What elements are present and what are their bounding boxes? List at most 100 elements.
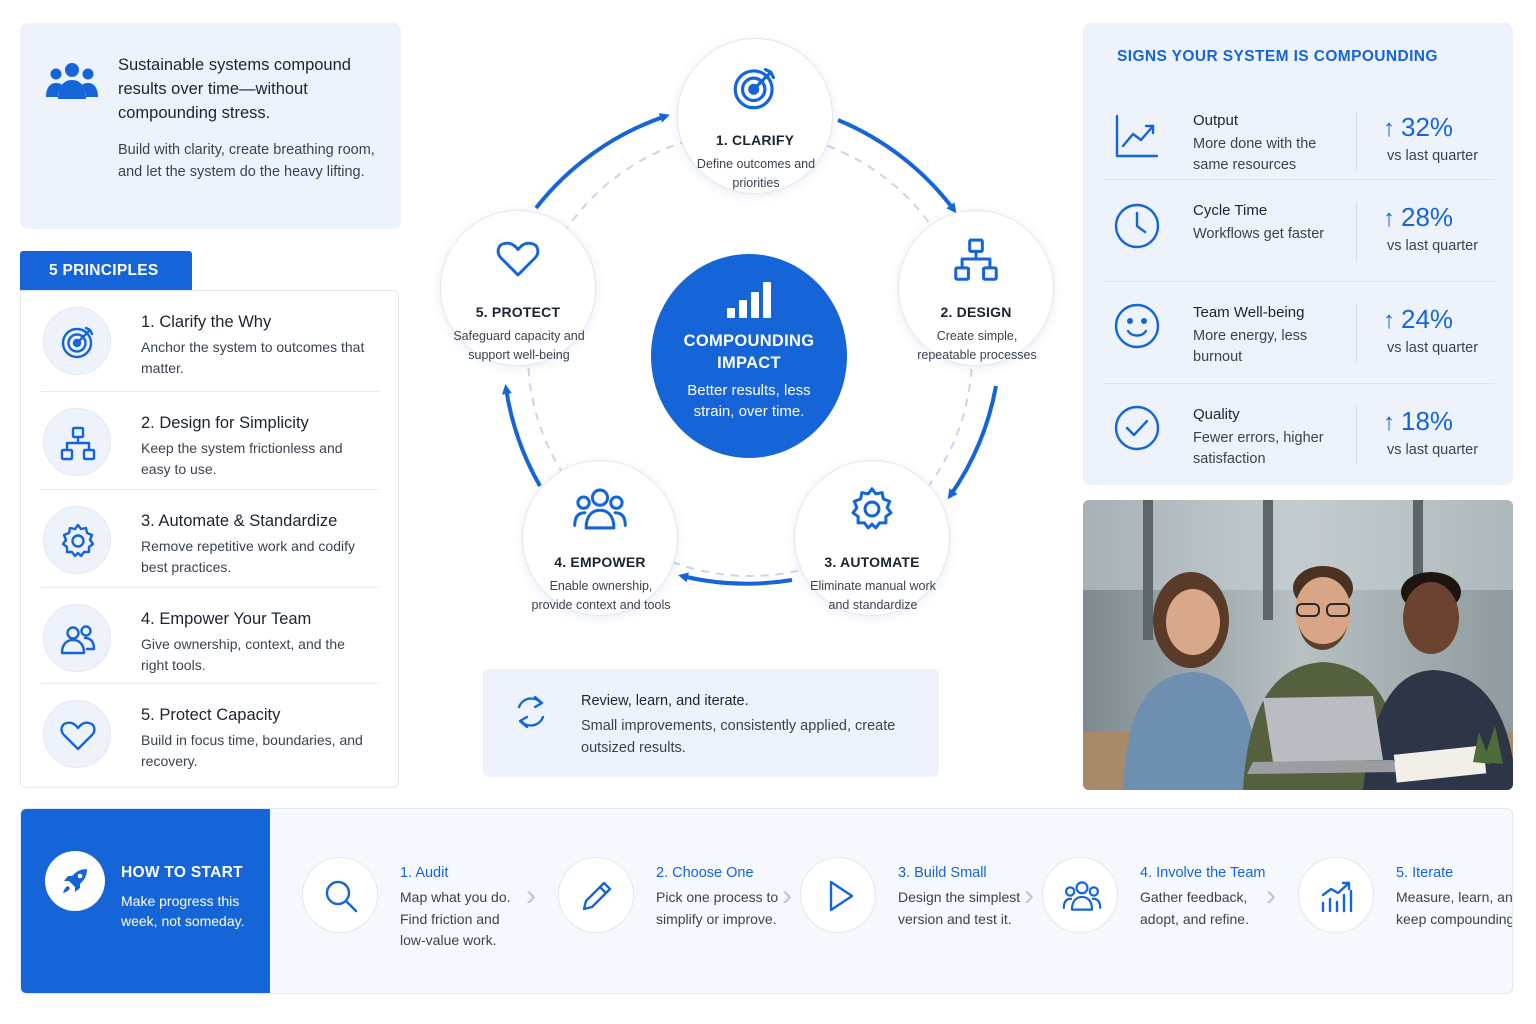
team-photo (1083, 500, 1513, 790)
sign-divider (1356, 202, 1357, 260)
play-icon (800, 857, 876, 933)
review-box: Review, learn, and iterate. Small improv… (483, 669, 939, 777)
step-title: 4. Involve the Team (1140, 865, 1266, 881)
sign-value-text: 28% (1401, 202, 1454, 232)
start-step-build: 3. Build Small Design the simplest versi… (800, 809, 1050, 993)
cycle-node-desc: Create simple, repeatable processes (917, 329, 1037, 362)
cycle-node-desc: Eliminate manual work and standardize (810, 579, 936, 612)
target-icon (43, 307, 111, 375)
cycle-node-desc: Define outcomes and priorities (696, 157, 816, 190)
step-title: 2. Choose One (656, 865, 754, 881)
principle-title: 1. Clarify the Why (141, 313, 272, 331)
sign-value-text: 24% (1401, 304, 1454, 334)
chevron-right-icon: › (782, 879, 792, 912)
heart-icon (43, 700, 111, 768)
growth-chart-icon (1298, 857, 1374, 933)
principle-item: 5. Protect Capacity Build in focus time,… (41, 683, 379, 781)
cycle-node-title: 1. CLARIFY (715, 132, 795, 148)
center-desc: Better results, less strain, over time. (687, 382, 811, 420)
sign-value-text: 18% (1401, 406, 1454, 436)
people-icon (43, 604, 111, 672)
cycle-diagram: 1. CLARIFY Define outcomes and prioritie… (420, 30, 1080, 650)
bar-chart-icon (727, 282, 771, 318)
principle-desc: Remove repetitive work and codify best p… (141, 538, 355, 575)
principle-desc: Give ownership, context, and the right t… (141, 636, 345, 673)
sign-item-wellbeing: Team Well-being More energy, less burnou… (1103, 281, 1495, 384)
cycle-node-design: 2. DESIGN Create simple, repeatable proc… (898, 210, 1054, 366)
refresh-icon (517, 695, 545, 729)
step-title: 1. Audit (400, 865, 449, 881)
people-icon (523, 485, 677, 535)
sign-label: Output (1193, 112, 1239, 129)
sign-label: Cycle Time (1193, 202, 1268, 219)
how-to-start-lead: HOW TO START Make progress this week, no… (21, 809, 270, 993)
hierarchy-icon (899, 235, 1053, 285)
center-title: COMPOUNDING IMPACT (683, 332, 815, 372)
sign-label: Quality (1193, 406, 1240, 423)
target-icon (678, 63, 832, 113)
arrow-up-icon: ↑ (1383, 115, 1395, 142)
signs-title: SIGNS YOUR SYSTEM IS COMPOUNDING (1117, 48, 1438, 65)
clock-icon (1114, 203, 1160, 249)
principle-desc: Anchor the system to outcomes that matte… (141, 339, 365, 376)
step-desc: Gather feedback, adopt, and refine. (1140, 889, 1249, 927)
compounding-impact-center: COMPOUNDING IMPACT Better results, less … (651, 254, 847, 458)
cycle-node-desc: Enable ownership, provide context and to… (531, 579, 671, 612)
sign-divider (1356, 406, 1357, 464)
step-title: 3. Build Small (898, 865, 987, 881)
how-to-start: HOW TO START Make progress this week, no… (20, 808, 1513, 994)
sign-value: ↑24% (1383, 304, 1453, 335)
sign-value: ↑28% (1383, 202, 1453, 233)
cycle-node-desc: Safeguard capacity and support well-bein… (453, 329, 585, 362)
how-to-start-title: HOW TO START (121, 864, 243, 881)
review-title: Review, learn, and iterate. (581, 693, 749, 709)
step-desc: Measure, learn, and keep compounding. (1396, 889, 1513, 927)
rocket-icon (45, 851, 105, 911)
start-step-choose: 2. Choose One Pick one process to simpli… (558, 809, 808, 993)
sign-value: ↑18% (1383, 406, 1453, 437)
hierarchy-icon (43, 408, 111, 476)
intro-headline: Sustainable systems compound results ove… (118, 56, 351, 122)
principle-title: 3. Automate & Standardize (141, 512, 338, 530)
sign-item-cycle-time: Cycle Time Workflows get faster ↑28% vs … (1103, 179, 1495, 282)
sign-value: ↑32% (1383, 112, 1453, 143)
principle-desc: Build in focus time, boundaries, and rec… (141, 732, 363, 769)
principles-tab: 5 PRINCIPLES (20, 251, 192, 291)
sign-divider (1356, 112, 1357, 170)
cycle-node-protect: 5. PROTECT Safeguard capacity and suppor… (440, 210, 596, 366)
sign-divider (1356, 304, 1357, 362)
step-desc: Map what you do. Find friction and low-v… (400, 889, 511, 948)
gear-icon (43, 506, 111, 574)
check-circle-icon (1114, 405, 1160, 451)
trend-chart-icon (1115, 114, 1159, 158)
arrow-up-icon: ↑ (1383, 409, 1395, 436)
cycle-node-clarify: 1. CLARIFY Define outcomes and prioritie… (677, 38, 833, 194)
cycle-node-automate: 3. AUTOMATE Eliminate manual work and st… (794, 460, 950, 616)
signs-panel: SIGNS YOUR SYSTEM IS COMPOUNDING Output … (1083, 23, 1513, 485)
principle-item: 4. Empower Your Team Give ownership, con… (41, 587, 379, 685)
sign-desc: Workflows get faster (1193, 226, 1325, 242)
sign-item-output: Output More done with the same resources… (1103, 90, 1495, 193)
chevron-right-icon: › (1024, 879, 1034, 912)
principle-title: 5. Protect Capacity (141, 706, 281, 724)
cycle-node-empower: 4. EMPOWER Enable ownership, provide con… (522, 460, 678, 616)
start-step-audit: 1. Audit Map what you do. Find friction … (302, 809, 552, 993)
sign-desc: More energy, less burnout (1193, 328, 1308, 365)
principle-title: 4. Empower Your Team (141, 610, 312, 628)
pencil-icon (558, 857, 634, 933)
cycle-node-title: 5. PROTECT (475, 304, 561, 320)
sign-label: Team Well-being (1193, 304, 1305, 321)
cycle-node-title: 3. AUTOMATE (824, 554, 920, 570)
sign-desc: Fewer errors, higher satisfaction (1193, 430, 1324, 467)
principle-item: 3. Automate & Standardize Remove repetit… (41, 489, 379, 587)
start-step-iterate: 5. Iterate Measure, learn, and keep comp… (1298, 809, 1513, 993)
step-desc: Pick one process to simplify or improve. (656, 889, 779, 927)
cycle-node-title: 4. EMPOWER (554, 554, 646, 570)
principle-item: 1. Clarify the Why Anchor the system to … (41, 291, 379, 389)
team-icon (46, 61, 98, 106)
people-icon (1042, 857, 1118, 933)
chevron-right-icon: › (1266, 879, 1276, 912)
sign-sub: vs last quarter (1387, 340, 1479, 356)
review-desc: Small improvements, consistently applied… (581, 718, 896, 756)
intro-card: Sustainable systems compound results ove… (20, 23, 401, 229)
